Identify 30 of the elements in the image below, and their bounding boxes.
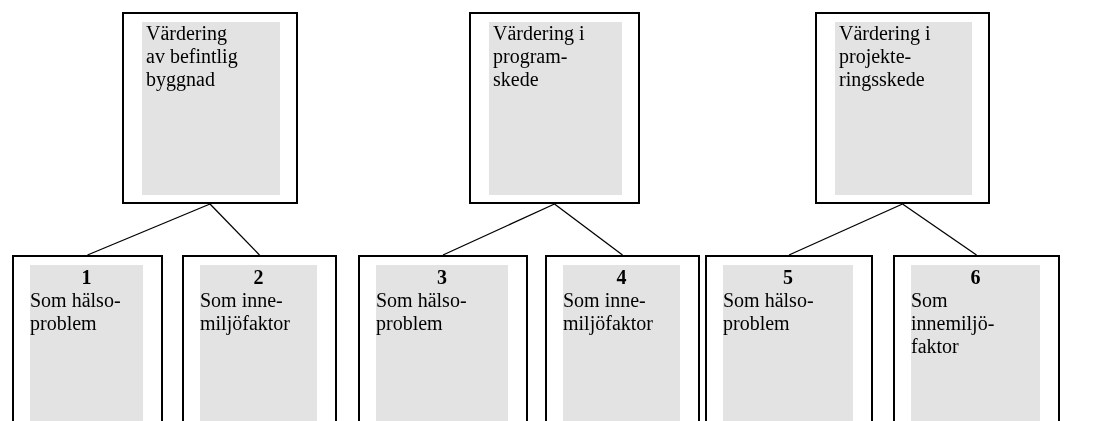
process-box bbox=[705, 255, 873, 421]
process-box bbox=[12, 255, 163, 421]
process-box bbox=[545, 255, 700, 421]
process-box bbox=[469, 12, 640, 204]
box-number: 4 bbox=[616, 266, 627, 289]
box-number: 2 bbox=[253, 266, 264, 289]
connector-line bbox=[553, 203, 624, 256]
box-label: Som inne-miljöfaktor bbox=[200, 289, 291, 335]
process-box bbox=[815, 12, 990, 204]
box-label: Som hälso-problem bbox=[723, 289, 815, 335]
box-label: Som inne-miljöfaktor bbox=[563, 289, 654, 335]
box-label: Värdering i projekte-ringsskede bbox=[838, 22, 932, 91]
connector-line bbox=[86, 203, 211, 256]
box-label: Som innemiljö-faktor bbox=[911, 289, 996, 358]
connector-line bbox=[901, 203, 978, 256]
process-box bbox=[893, 255, 1060, 421]
box-number: 1 bbox=[81, 266, 92, 289]
connector-line bbox=[209, 203, 261, 256]
process-box bbox=[182, 255, 337, 421]
box-label: Som hälso-problem bbox=[376, 289, 468, 335]
box-label: Värdering av befintlig byggnad bbox=[145, 22, 239, 91]
process-box bbox=[122, 12, 298, 204]
box-number: 3 bbox=[437, 266, 447, 289]
box-label: Som hälso-problem bbox=[30, 289, 122, 335]
box-number: 6 bbox=[970, 266, 981, 289]
box-label: Värdering i program-skede bbox=[492, 22, 586, 91]
box-number: 5 bbox=[783, 266, 793, 289]
connector-line bbox=[442, 203, 556, 256]
connector-line bbox=[788, 203, 904, 256]
process-box bbox=[358, 255, 528, 421]
